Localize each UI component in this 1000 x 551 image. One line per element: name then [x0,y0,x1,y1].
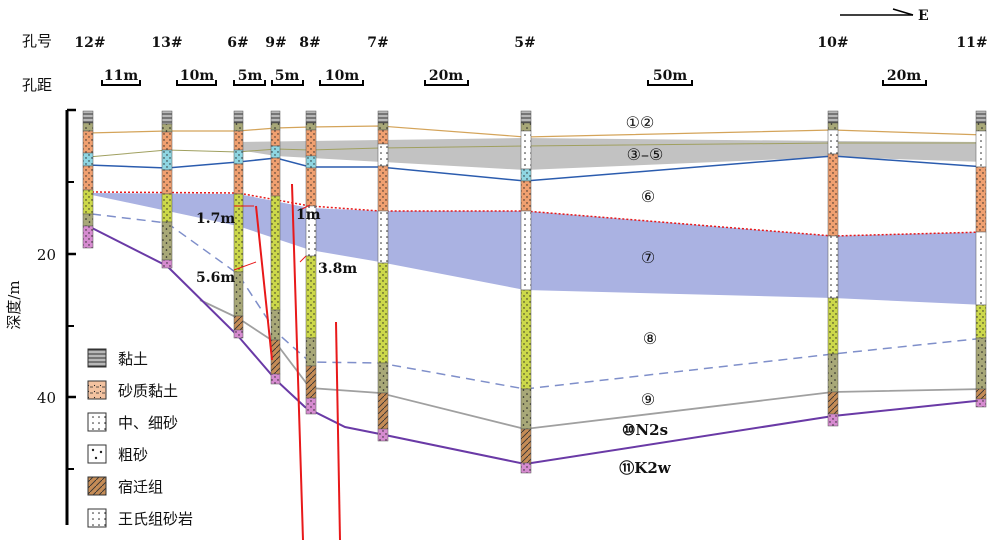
layer-label: ③–⑤ [627,145,664,164]
direction-label: E [918,8,929,24]
boundary-11-purple [91,227,986,466]
depth-axis-title: 深度/m [5,280,23,329]
hole-id: 7# [367,35,388,51]
layer-labels: ①② ③–⑤ ⑥ ⑦ ⑧ ⑨ ⑩N2s ⑪K2w [619,113,671,477]
legend-label: 粗砂 [118,446,148,464]
legend-item: 砂质黏土 [87,380,178,400]
spacing-label: 20m [429,68,463,84]
legend-label: 中、细砂 [118,414,178,432]
layer-label: ⑩N2s [622,421,668,439]
hole-id: 12# [74,35,105,51]
hole-id: 10# [817,35,848,51]
legend-item: 宿迁组 [87,476,163,496]
hole-id: 6# [227,35,248,51]
spacing-label: 10m [180,68,214,84]
layer-label: ⑪K2w [619,459,671,477]
boreholes [82,110,987,474]
hole-id: 8# [299,35,320,51]
borehole-11 [975,110,987,408]
legend-item: 黏土 [87,348,148,368]
layer-label: ⑦ [641,248,655,267]
hole-id-row: 12# 13# 6# 9# 8# 7# 5# 10# 11# [74,35,987,51]
borehole-13 [161,110,173,269]
spacing-label: 5m [275,68,300,84]
borehole-6 [233,110,244,339]
spacing-labels: 11m 10m 5m 5m 10m 20m 50m 20m [104,68,921,84]
legend-item: 中、细砂 [87,412,178,432]
offset-label: 1m [296,207,321,223]
hole-row-label: 孔号 [22,32,52,50]
direction-arrow: E [840,8,929,24]
depth-axis: 20 40 深度/m [5,108,76,525]
legend-item: 粗砂 [87,444,148,464]
spacing-label: 20m [887,68,921,84]
fault-lines [255,183,341,541]
hole-id: 13# [151,35,182,51]
boundary-9-gray [199,299,986,430]
spacing-label: 11m [104,68,138,84]
spacing-label: 5m [238,68,263,84]
borehole-7 [377,110,389,442]
borehole-10 [827,110,839,427]
hole-id: 5# [514,35,535,51]
layer-label: ⑨ [641,390,655,409]
borehole-12 [82,110,94,249]
legend-label: 黏土 [118,350,148,368]
spacing-label: 10m [325,68,359,84]
offset-markers [233,204,311,271]
spacing-row [101,80,927,86]
legend: 黏土 砂质黏土 中、细砂 粗砂 宿迁组 王氏组砂岩 [87,348,193,528]
spacing-row-label: 孔距 [22,76,52,94]
layer-label: ⑧ [643,329,657,348]
hole-id: 11# [956,35,987,51]
spacing-label: 50m [653,68,687,84]
offset-label: 5.6m [196,270,235,286]
layer-label: ①② [626,113,655,132]
legend-label: 砂质黏土 [118,382,178,400]
borehole-8 [305,110,317,415]
legend-label: 王氏组砂岩 [118,510,193,528]
offset-label: 1.7m [196,211,235,227]
layer-band-7 [92,193,985,305]
layer-band-3-5 [238,138,985,170]
borehole-5 [520,110,532,474]
depth-tick-label: 40 [37,389,56,407]
depth-tick-label: 20 [37,246,56,264]
borehole-9 [270,110,281,385]
legend-label: 宿迁组 [118,478,163,496]
offset-label: 3.8m [318,261,357,277]
boundary-1-2 [87,125,986,138]
legend-item: 王氏组砂岩 [87,508,193,528]
hole-id: 9# [265,35,286,51]
layer-label: ⑥ [641,187,655,206]
